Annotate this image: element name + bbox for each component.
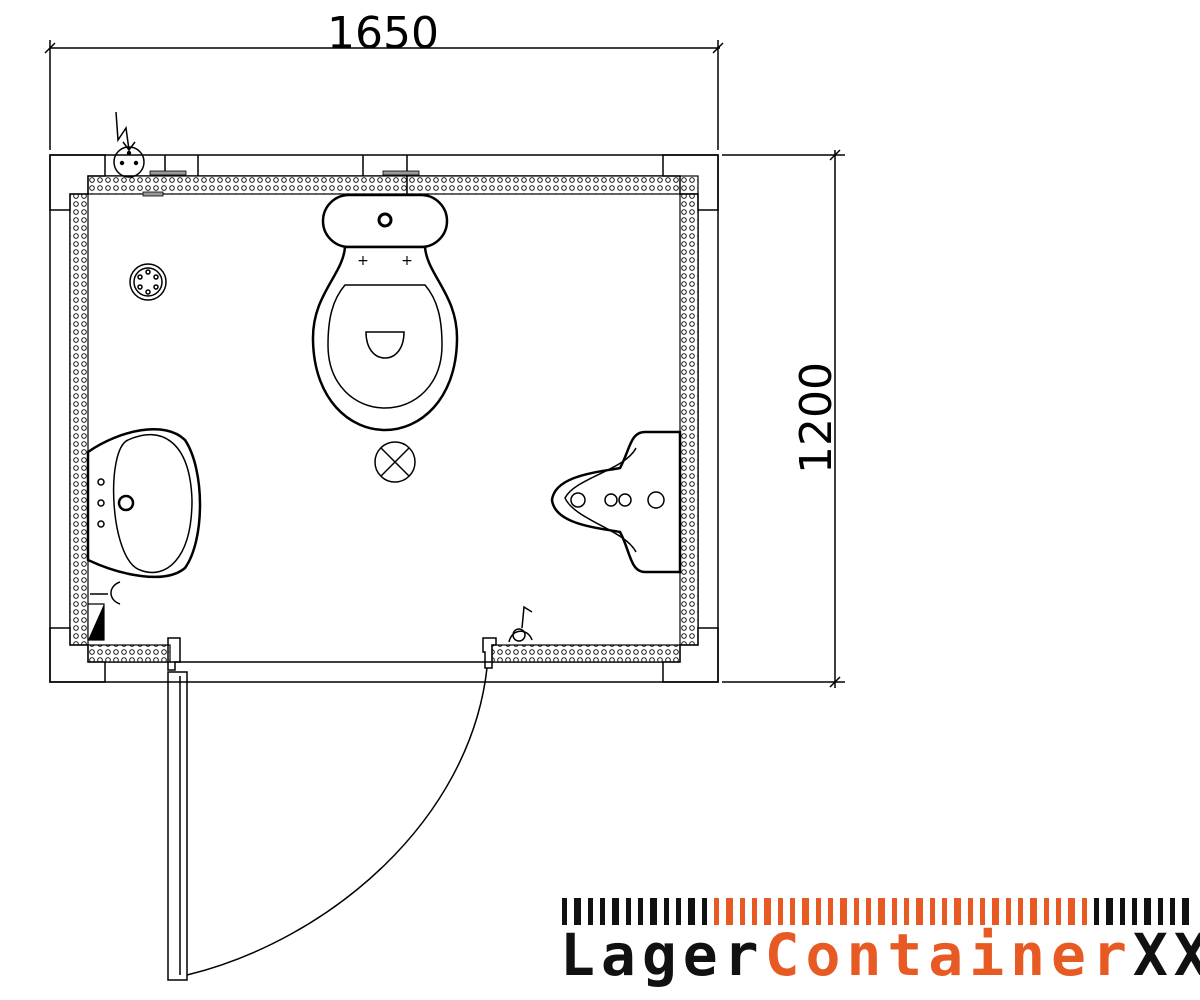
barcode-bar bbox=[1120, 898, 1125, 925]
barcode-bar bbox=[676, 898, 681, 925]
width-dimension: 1650 bbox=[44, 8, 724, 150]
svg-text:LagerContainerXXL: LagerContainerXXL bbox=[560, 921, 1200, 989]
barcode-bar bbox=[650, 898, 657, 925]
barcode-bar bbox=[942, 898, 947, 925]
barcode-bar bbox=[588, 898, 593, 925]
svg-text:+: + bbox=[401, 253, 413, 269]
barcode-bar bbox=[1170, 898, 1175, 925]
barcode-bar bbox=[916, 898, 923, 925]
logo-part-xxl: XXL bbox=[1133, 921, 1200, 989]
barcode-bar bbox=[714, 898, 719, 925]
height-dimension: 1200 bbox=[722, 149, 845, 688]
barcode-bar bbox=[740, 898, 745, 925]
barcode-bar bbox=[892, 898, 897, 925]
floor-drain-icon bbox=[374, 441, 416, 483]
round-floor-drain-icon bbox=[129, 263, 167, 301]
barcode-bar bbox=[612, 898, 619, 925]
barcode-bar bbox=[752, 898, 757, 925]
barcode-bar bbox=[1068, 898, 1075, 925]
logo-part-lager: Lager bbox=[560, 921, 765, 989]
barcode-bar bbox=[954, 898, 961, 925]
logo-barcode bbox=[562, 898, 1189, 925]
barcode-bar bbox=[778, 898, 783, 925]
barcode-bar bbox=[764, 898, 771, 925]
insulation-right bbox=[679, 193, 699, 646]
barcode-bar bbox=[968, 898, 973, 925]
insulation-left bbox=[69, 193, 89, 646]
wash-basin-icon bbox=[86, 427, 202, 579]
barcode-bar bbox=[802, 898, 809, 925]
barcode-bar bbox=[638, 898, 643, 925]
barcode-bar bbox=[828, 898, 833, 925]
barcode-bar bbox=[840, 898, 847, 925]
barcode-bar bbox=[992, 898, 999, 925]
barcode-bar bbox=[1044, 898, 1049, 925]
barcode-bar bbox=[574, 898, 581, 925]
height-label: 1200 bbox=[791, 362, 842, 474]
barcode-bar bbox=[1018, 898, 1023, 925]
barcode-bar bbox=[688, 898, 695, 925]
insulation-bottom-left bbox=[87, 644, 171, 663]
insulation-bottom-right bbox=[491, 644, 681, 663]
barcode-bar bbox=[1106, 898, 1113, 925]
light-switch-icon bbox=[508, 605, 533, 643]
lagercontainerxxl-logo: LagerContainerXXL bbox=[560, 898, 1200, 989]
barcode-bar bbox=[626, 898, 631, 925]
barcode-bar bbox=[1030, 898, 1037, 925]
barcode-bar bbox=[600, 898, 605, 925]
barcode-bar bbox=[1158, 898, 1163, 925]
barcode-bar bbox=[1094, 898, 1099, 925]
barcode-bar bbox=[726, 898, 733, 925]
barcode-bar bbox=[1132, 898, 1137, 925]
barcode-bar bbox=[562, 898, 567, 925]
barcode-bar bbox=[904, 898, 909, 925]
barcode-bar bbox=[1182, 898, 1189, 925]
urinal-icon bbox=[550, 430, 682, 574]
barcode-bar bbox=[702, 898, 707, 925]
barcode-bar bbox=[816, 898, 821, 925]
width-label: 1650 bbox=[327, 8, 439, 59]
barcode-bar bbox=[1056, 898, 1061, 925]
electrical-socket-icon bbox=[113, 111, 145, 178]
logo-part-container: Container bbox=[765, 921, 1133, 989]
switch-icon bbox=[87, 581, 121, 641]
barcode-bar bbox=[878, 898, 885, 925]
svg-text:+: + bbox=[357, 253, 369, 269]
barcode-bar bbox=[790, 898, 795, 925]
barcode-bar bbox=[1006, 898, 1011, 925]
insulation-top bbox=[87, 175, 699, 195]
barcode-bar bbox=[1144, 898, 1151, 925]
toilet-icon: + + bbox=[311, 193, 459, 432]
barcode-bar bbox=[1082, 898, 1087, 925]
door-icon bbox=[167, 637, 497, 981]
barcode-bar bbox=[980, 898, 985, 925]
barcode-bar bbox=[664, 898, 669, 925]
barcode-bar bbox=[854, 898, 859, 925]
barcode-bar bbox=[866, 898, 871, 925]
container-walls bbox=[49, 154, 719, 683]
barcode-bar bbox=[930, 898, 935, 925]
